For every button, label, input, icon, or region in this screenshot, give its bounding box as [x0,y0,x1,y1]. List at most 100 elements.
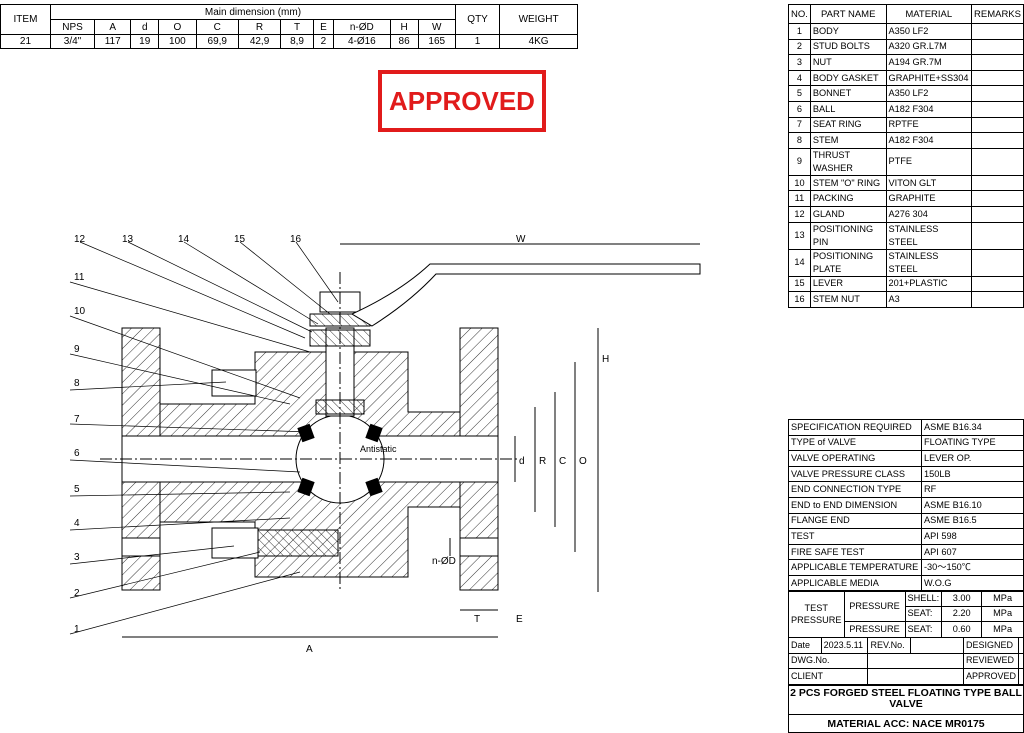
body-upper [159,351,461,437]
part-material: A182 F304 [885,100,973,118]
part-name: NUT [809,54,887,71]
qty-value: 1 [454,34,501,49]
weight-header: WEIGHT [499,4,578,35]
seat-ring-right [365,423,383,443]
part-material: GRAPHITE+SS304 [885,69,973,87]
col-header: d [130,19,160,35]
spec-value: ASME B16.34 [921,419,1024,436]
part-name: BODY [809,23,887,40]
spec-label: VALVE OPERATING [788,450,922,467]
col-header: H [389,19,419,35]
part-remarks [971,23,1024,40]
antistatic-label: Antistatic [360,444,397,454]
part-no: 16 [788,291,811,308]
cell: 3/4" [49,34,96,49]
spec-label: END to END DIMENSION [788,496,922,514]
part-name: POSITIONING PIN [809,221,887,250]
dwg-label: DWG.No. [787,652,869,670]
dim-label-t: T [474,614,480,625]
spec-value: RF [921,481,1024,498]
col-header: n-ØD [333,19,391,35]
part-no: 2 [788,38,811,56]
dim-label-d: d [519,456,525,467]
part-remarks [971,221,1024,250]
item-header: ITEM [0,4,51,35]
seat-ring-left [297,423,315,443]
part-remarks [971,69,1024,87]
spec-label: FLANGE END [788,512,922,530]
part-name: BALL [809,100,887,118]
dim-label-h: H [602,354,609,365]
part-material: VITON GLT [885,174,973,192]
callout-5: 5 [74,484,80,495]
part-name: BODY GASKET [809,69,887,87]
pressure-label-2: PRESSURE [843,621,906,638]
part-remarks [971,291,1024,308]
part-name: GLAND [809,205,887,223]
part-no: 12 [788,205,811,223]
callout-2: 2 [74,588,80,599]
spec-label: APPLICABLE MEDIA [788,574,922,592]
client-label: CLIENT [787,668,869,685]
part-no: 4 [788,69,811,87]
info-table: Date 2023.5.11 REV.No. DESIGNED DWG.No. … [787,637,1024,685]
callout-9: 9 [74,344,80,355]
part-no: 6 [788,100,811,118]
col-header: C [195,19,239,35]
part-remarks [971,85,1024,102]
title-block: 2 PCS FORGED STEEL FLOATING TYPE BALL VA… [788,685,1024,733]
main-dimension-header: Main dimension (mm) [49,4,457,20]
part-material: A194 GR.7M [885,54,973,71]
date-value: 2023.5.11 [820,637,869,654]
spec-label: TYPE of VALVE [788,434,922,452]
callout-16: 16 [290,234,302,245]
seat-ring-right-low [365,477,383,497]
part-material: A350 LF2 [885,85,973,102]
callout-8: 8 [74,378,80,389]
part-no: 9 [788,147,811,176]
col-header: T [280,19,314,35]
dim-label-o: O [579,456,587,467]
unit: MPa [981,621,1024,638]
approved-stamp: APPROVED [378,70,546,132]
part-no: 15 [788,275,811,293]
stud-lower [257,529,339,557]
part-name: STEM NUT [809,291,887,308]
part-material: A3 [885,291,973,308]
col-header: E [312,19,335,35]
material-note: MATERIAL ACC: NACE MR0175 [789,714,1023,730]
approved-label: APPROVED [962,668,1020,685]
col-header: A [94,19,132,35]
spec-label: END CONNECTION TYPE [788,481,922,498]
part-name: LEVER [809,275,887,293]
part-material: GRAPHITE [885,190,973,207]
col-header: O [158,19,197,35]
seat-label-2: SEAT: [904,621,943,638]
part-remarks [971,132,1024,149]
table-row: APPLICABLE TEMPERATURE-30～150℃ [788,559,1024,576]
dim-label-nd: n-ØD [432,556,456,567]
part-no: 1 [788,23,811,40]
part-material: 201+PLASTIC [885,275,973,293]
cell: 100 [158,34,197,49]
part-remarks [971,38,1024,56]
part-name: STUD BOLTS [809,38,887,56]
part-name: POSITIONING PLATE [809,248,887,277]
spec-value: FLOATING TYPE [921,434,1024,452]
part-remarks [971,205,1024,223]
test-pressure-label: TEST PRESSURE [788,590,845,638]
